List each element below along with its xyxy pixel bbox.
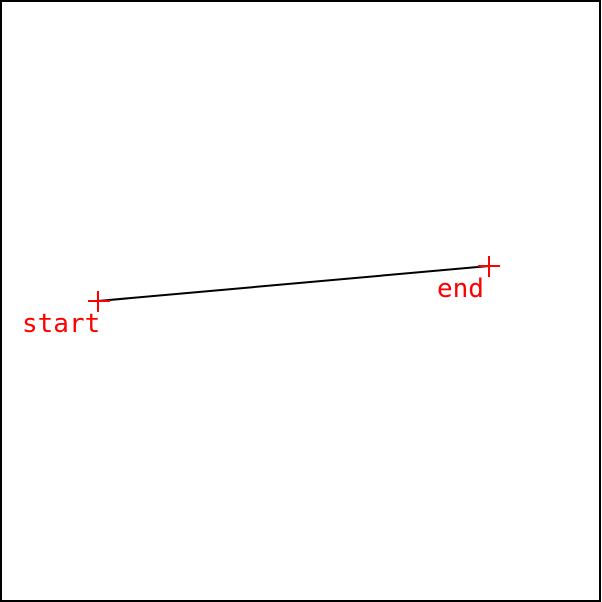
start-label: start	[22, 309, 100, 339]
start-marker	[88, 291, 110, 312]
end-marker	[478, 256, 500, 277]
end-label: end	[437, 274, 484, 304]
connecting-line	[97, 265, 490, 302]
